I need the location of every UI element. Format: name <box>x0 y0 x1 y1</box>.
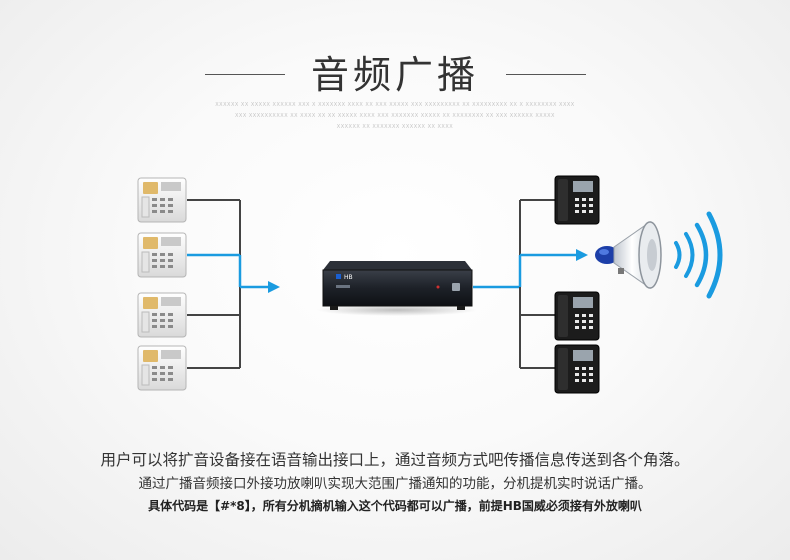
caption-line-3: 具体代码是【#*8】，所有分机摘机输入这个代码都可以广播，前提HB国威必须接有外… <box>148 499 642 513</box>
caption-line-2: 通过广播音频接口外接功放喇叭实现大范围广播通知的功能，分机提机实时说话广播。 <box>138 476 652 492</box>
caption-line-1: 用户可以将扩音设备接在语音输出接口上，通过音频方式吧传播信息传送到各个角落。 <box>100 451 690 469</box>
device-brand-label: HB <box>344 274 353 281</box>
horn-speaker-icon <box>595 221 662 289</box>
arrow-to-device-icon <box>268 281 280 293</box>
right-phones <box>554 175 600 394</box>
desk-phone-black-icon <box>554 175 600 225</box>
desk-phone-white-icon <box>137 232 187 278</box>
page-title: 音频广播 <box>310 53 479 97</box>
desk-phone-white-icon <box>137 177 187 223</box>
desk-phone-white-icon <box>137 345 187 391</box>
subtitle-en-line-1: XXXXXX XX XXXXX XXXXXX XXX X XXXXXXX XXX… <box>215 102 575 108</box>
title-line-left <box>205 74 285 75</box>
desk-phone-black-icon <box>554 344 600 394</box>
arrow-to-speaker-icon <box>576 249 588 261</box>
subtitle-en-line-2: XXX XXXXXXXXXX XX XXXX XX XX XXXXX XXXX … <box>235 113 555 119</box>
desk-phone-black-icon <box>554 291 600 341</box>
sound-wave-icon <box>674 211 723 299</box>
pbx-rack-device-icon: HB <box>317 261 477 316</box>
left-connection-lines <box>187 199 280 369</box>
right-connection-lines <box>473 199 588 369</box>
left-phones <box>137 177 187 391</box>
title-block: 音频广播 <box>0 44 790 104</box>
title-line-right <box>506 74 586 75</box>
desk-phone-white-icon <box>137 292 187 338</box>
subtitle-en-line-3: XXXXXX XX XXXXXXX XXXXXX XX XXXX <box>336 124 454 130</box>
